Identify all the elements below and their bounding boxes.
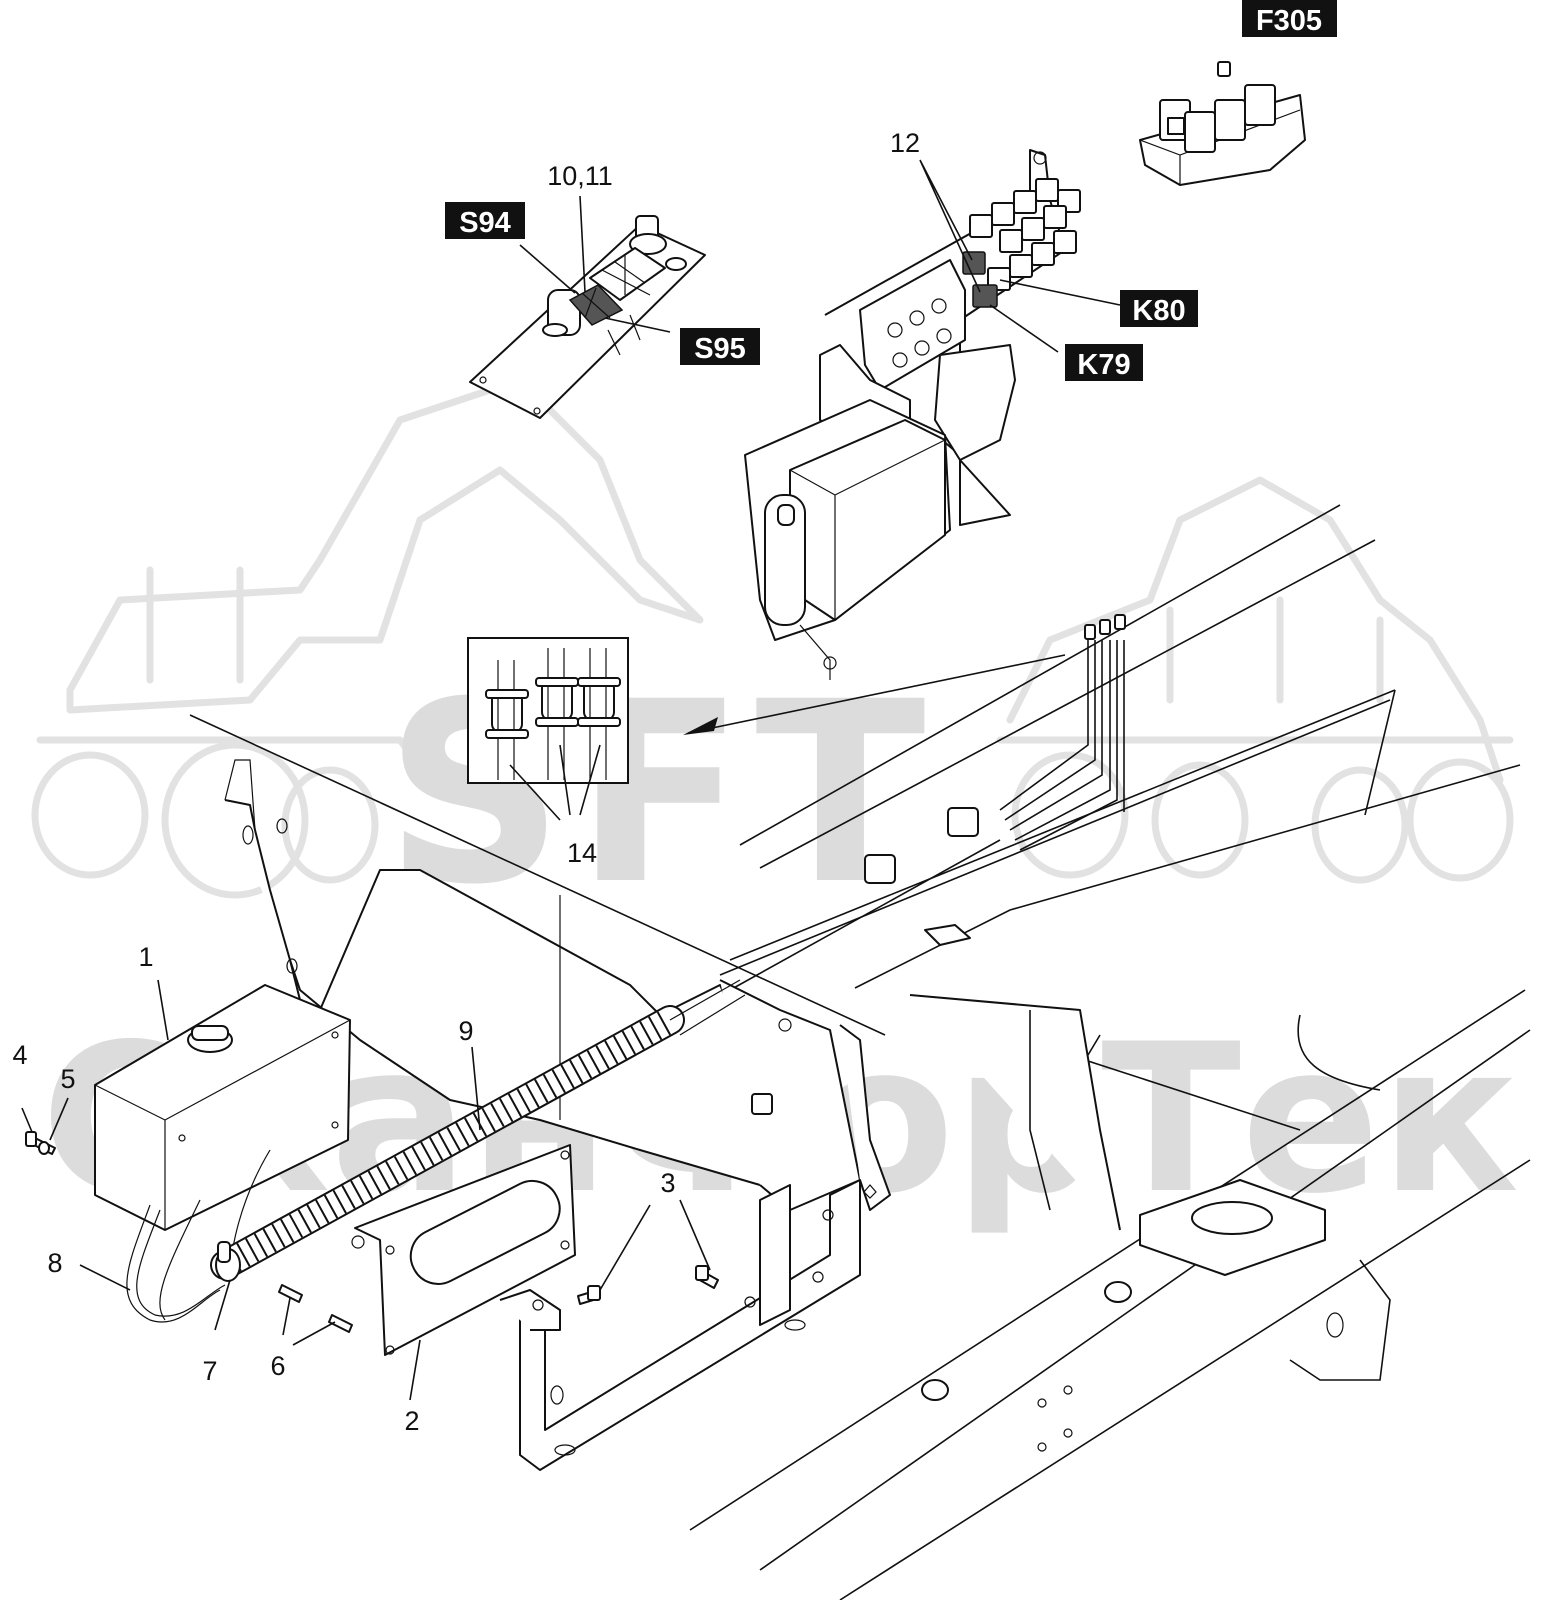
tag-s95: S95 (680, 328, 760, 365)
hydraulic-pipes (999, 614, 1126, 851)
callout-2: 2 (404, 1406, 419, 1436)
tag-s95-label: S95 (694, 333, 746, 365)
tag-k80: K80 (1120, 290, 1198, 327)
mounting-bracket-plate (224, 759, 891, 1211)
tag-k79-label: K79 (1077, 349, 1130, 381)
chassis-frame (189, 504, 1531, 1600)
part-6-standoffs (278, 1284, 353, 1333)
part-1-washer-reservoir (94, 984, 351, 1231)
callout-10-11: 10,11 (547, 161, 613, 191)
callout-14: 14 (567, 838, 597, 868)
callout-9: 9 (458, 1016, 473, 1046)
tag-k79: K79 (1065, 344, 1143, 381)
callout-12: 12 (890, 128, 920, 158)
relay-ecu-assembly (744, 149, 1081, 680)
tag-k80-label: K80 (1132, 295, 1185, 327)
part-4-screw (25, 1131, 56, 1155)
part-3-bolts (577, 1265, 719, 1305)
part-5-washer (38, 1141, 50, 1155)
watermark-tractor-right-icon (996, 476, 1514, 884)
tag-s94-label: S94 (459, 207, 511, 239)
lower-u-bracket (499, 1179, 877, 1471)
fuse-box-f305 (1139, 61, 1306, 186)
callout-3: 3 (660, 1168, 675, 1198)
callout-5: 5 (60, 1064, 75, 1094)
callout-6: 6 (270, 1351, 285, 1381)
callout-numbers: 1 2 3 4 5 6 7 8 9 10,11 12 14 (12, 128, 920, 1436)
callout-7: 7 (202, 1356, 217, 1386)
part-9-corrugated-conduit (210, 979, 746, 1282)
switch-panel (469, 215, 706, 419)
tag-f305-label: F305 (1256, 5, 1322, 37)
detail-inset-hose-couplings (467, 637, 1066, 784)
callout-4: 4 (12, 1040, 27, 1070)
tag-f305: F305 (1242, 0, 1337, 37)
part-7-grommet (217, 1241, 231, 1263)
callout-8: 8 (47, 1248, 62, 1278)
leader-lines (21, 159, 1121, 1401)
callout-1: 1 (138, 942, 153, 972)
tag-s94: S94 (445, 202, 525, 239)
watermark-tractor-left-icon (31, 376, 704, 899)
part-2-cover-plate (351, 1144, 576, 1356)
